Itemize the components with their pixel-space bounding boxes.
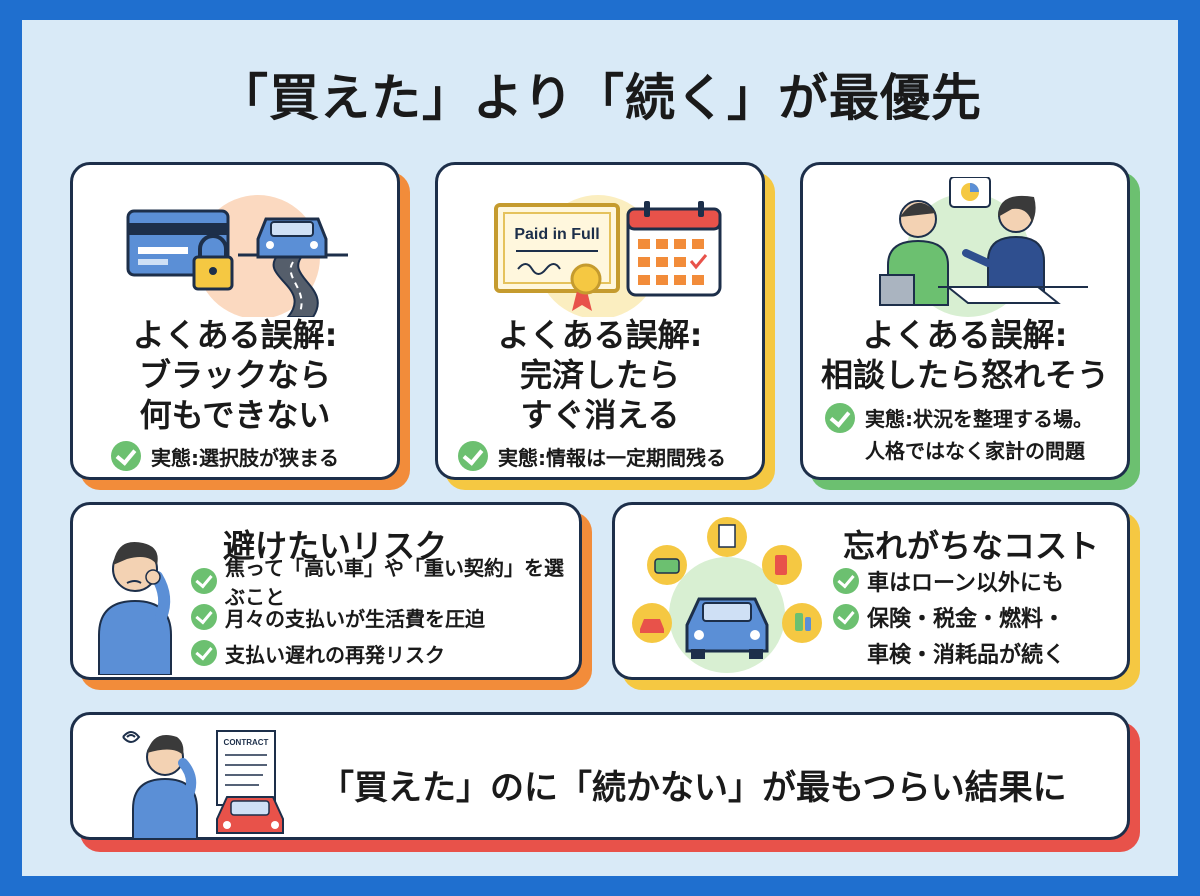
card-title-line: すぐ消える xyxy=(520,396,680,434)
cost-card: 忘れがちなコスト 車はローン以外にも 保険・税金・燃料・ 車検・消耗品が続く xyxy=(612,502,1130,680)
fact-text-line: 実態:状況を整理する場。 xyxy=(865,407,1093,431)
page-title: 「買えた」より「続く」が最優先 xyxy=(218,69,982,127)
myth-card-consultation: よくある誤解: 相談したら怒れそう 実態:状況を整理する場。 人格ではなく家計の… xyxy=(800,162,1130,480)
cost-item: 保険・税金・燃料・ xyxy=(867,607,1066,632)
illustration-card-lock-road xyxy=(126,195,348,317)
troubled-buyer-illustration: CONTRACT xyxy=(122,730,284,839)
check-icon xyxy=(191,568,217,594)
card-title-line: 完済したら xyxy=(519,356,680,394)
check-icon xyxy=(191,604,217,630)
card-title-line: よくある誤解: xyxy=(862,316,1068,354)
check-icon xyxy=(111,441,141,471)
card-title-line: 相談したら怒れそう xyxy=(820,356,1109,394)
illustration-consultation xyxy=(879,177,1088,317)
fact-text: 実態:情報は一定期間残る xyxy=(498,445,726,470)
risk-item: 月々の支払いが生活費を圧迫 xyxy=(225,606,485,631)
card-title-line: ブラックなら xyxy=(138,356,331,394)
paid-in-full-label: Paid in Full xyxy=(514,226,599,243)
fact-text-line: 人格ではなく家計の問題 xyxy=(865,439,1085,463)
myth-card-blacklist: よくある誤解: ブラックなら 何もできない 実態:選択肢が狭まる xyxy=(70,162,400,480)
conclusion-banner: CONTRACT xyxy=(70,712,1130,840)
myth-card-payoff: Paid in Full よくある誤解: 完済したら すぐ消える 実態:情報は一… xyxy=(435,162,765,480)
risk-item: 焦って「高い車」や「重い契約」を選ぶこと xyxy=(225,556,564,609)
check-icon xyxy=(833,568,859,594)
car-costs-illustration xyxy=(632,517,822,673)
risk-title: 避けたいリスク xyxy=(223,527,448,565)
risk-item: 支払い遅れの再発リスク xyxy=(225,642,445,667)
card-title-line: 何もできない xyxy=(139,396,331,434)
cost-item: 車はローン以外にも xyxy=(867,571,1064,596)
illustration-certificate-calendar: Paid in Full xyxy=(494,195,722,317)
check-icon xyxy=(825,403,855,433)
check-icon xyxy=(458,441,488,471)
fact-text: 実態:選択肢が狭まる xyxy=(151,445,339,470)
contract-label: CONTRACT xyxy=(224,738,269,747)
conclusion-message: 「買えた」のに「続かない」が最もつらい結果に xyxy=(320,768,1067,808)
card-title-line: よくある誤解: xyxy=(132,316,338,354)
cost-item: 車検・消耗品が続く xyxy=(867,643,1066,668)
worried-person-icon xyxy=(98,541,172,675)
cost-title: 忘れがちなコスト xyxy=(843,527,1100,565)
card-title-line: よくある誤解: xyxy=(497,316,703,354)
risk-card: 避けたいリスク 焦って「高い車」や「重い契約」を選ぶこと 月々の支払いが生活費を… xyxy=(70,502,582,680)
check-icon xyxy=(191,640,217,666)
check-icon xyxy=(833,604,859,630)
